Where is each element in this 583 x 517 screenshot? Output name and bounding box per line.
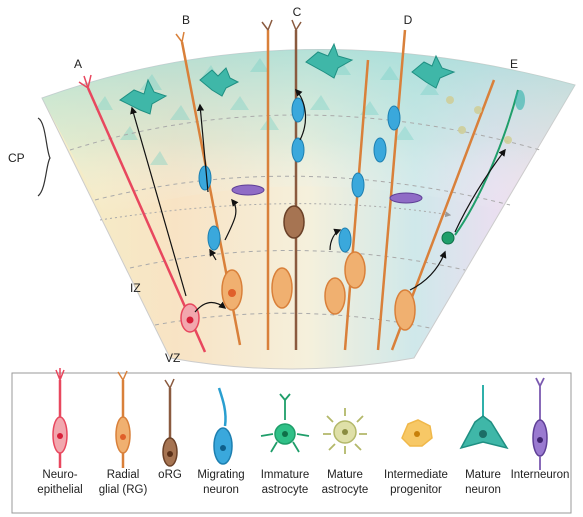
- legend-label-line1: Radial: [107, 469, 140, 481]
- panel-label-e: E: [510, 57, 518, 71]
- mature-neuron-icon: [459, 385, 509, 450]
- cp-brace: [37, 117, 51, 197]
- legend-label-line1: Mature: [465, 469, 501, 481]
- legend-label-line1: Neuro-: [42, 469, 77, 481]
- legend-label-line2: astrocyte: [322, 484, 369, 496]
- panel-b-radial-glia: [175, 31, 265, 346]
- legend-label-line1: Intermediate: [384, 469, 448, 481]
- cortex-fan: [41, 48, 576, 370]
- migrating-neuron-icon: [213, 387, 233, 465]
- mature-astrocyte-icon: [323, 408, 367, 454]
- legend-label-line2: epithelial: [37, 484, 82, 496]
- legend-label-line2: neuron: [465, 484, 501, 496]
- intermediate-progenitor-icon: [401, 419, 433, 447]
- org-cell-icon: [162, 378, 178, 467]
- legend-label-line1: Interneuron: [511, 469, 570, 481]
- legend-label-line1: Immature: [261, 469, 310, 481]
- panel-label-b: B: [182, 13, 190, 27]
- immature-astrocyte-icon: [260, 393, 310, 453]
- legend-label-line2: progenitor: [390, 484, 442, 496]
- panel-a-neuroepithelial: [78, 74, 227, 353]
- panel-c-org: [261, 19, 354, 350]
- panel-e-astrocytes: [390, 79, 525, 351]
- panel-d-intermediate-progenitor: [324, 29, 456, 351]
- panel-label-d: D: [404, 13, 413, 27]
- legend-icons: [52, 368, 548, 470]
- radial-glial-cell-icon: [115, 370, 131, 468]
- legend-label-line2: neuron: [203, 484, 239, 496]
- neuroepithelial-cell-icon: [52, 368, 68, 468]
- legend-label-line2: glial (RG): [99, 484, 148, 496]
- panel-label-a: A: [74, 57, 82, 71]
- zone-label-cp: CP: [8, 151, 25, 165]
- legend-label-line1: Mature: [327, 469, 363, 481]
- legend-labels: Neuro-epithelial Radial glial (RG) oRG Migra…: [37, 469, 569, 496]
- zone-label-vz: VZ: [165, 351, 180, 365]
- interneuron-icon: [532, 377, 548, 470]
- zone-label-iz: IZ: [130, 281, 141, 295]
- panel-label-c: C: [293, 5, 302, 19]
- legend-label-line2: astrocyte: [262, 484, 309, 496]
- legend-label-line1: oRG: [158, 469, 182, 481]
- legend-label-line1: Migrating: [197, 469, 244, 481]
